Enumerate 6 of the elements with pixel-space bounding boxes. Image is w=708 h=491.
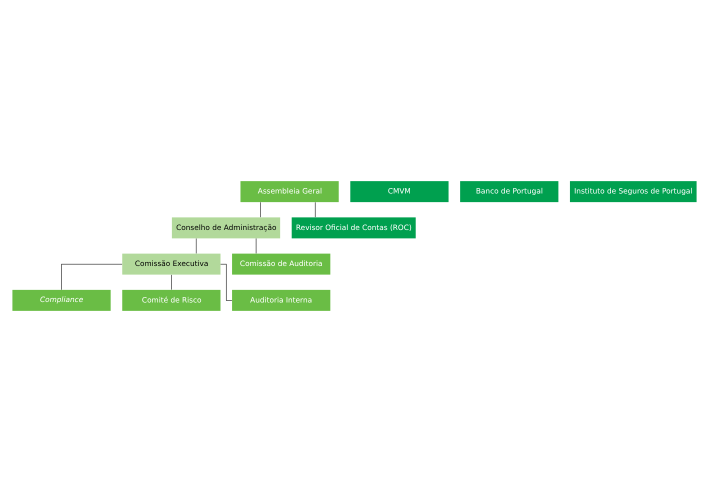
connector bbox=[60, 263, 122, 290]
connector bbox=[255, 238, 256, 254]
connector bbox=[170, 274, 172, 290]
connector bbox=[220, 263, 232, 300]
connector bbox=[195, 238, 196, 254]
connector bbox=[314, 201, 316, 217]
